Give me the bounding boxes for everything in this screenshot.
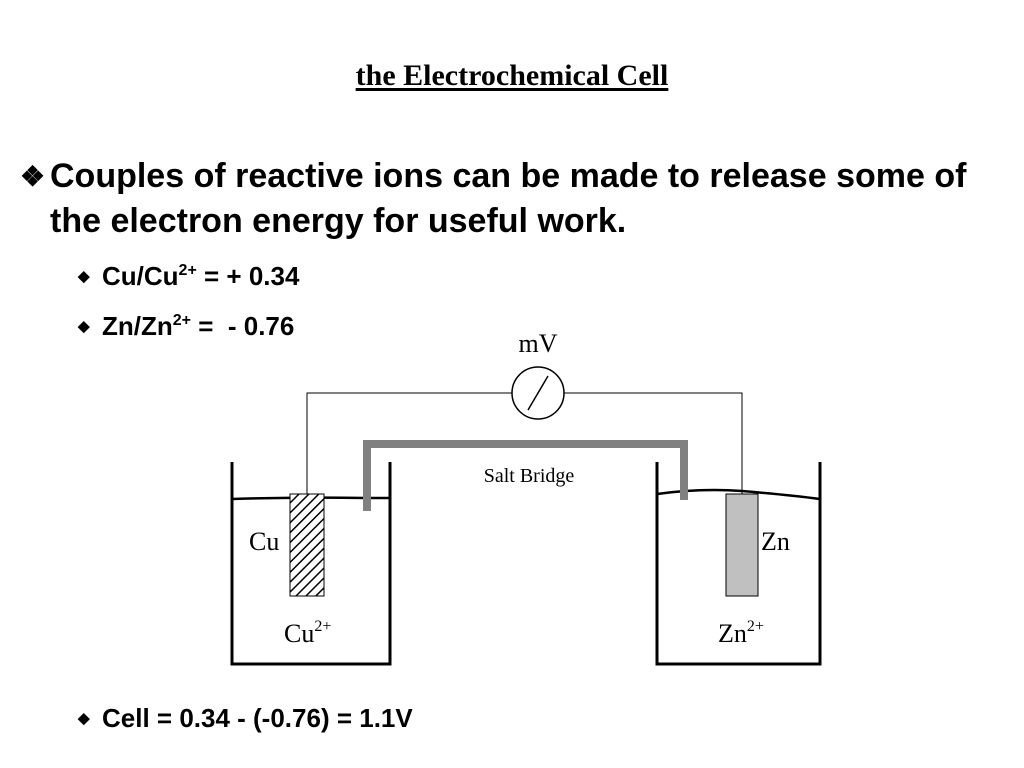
copper-potential: = + 0.34 [196,261,300,291]
left-solution-surface [231,496,390,501]
zinc-ion-charge: 2+ [747,618,764,635]
small-diamond-bullet-icon: ◆ [78,268,90,285]
sub-bullet-copper: ◆ Cu/Cu2+ = + 0.34 [78,260,299,293]
diamond-bullet-icon: ❖ [20,161,46,192]
meter-label: mV [519,329,558,358]
copper-ion-label: Cu2+ [284,618,331,648]
copper-ion-charge: 2+ [314,618,331,635]
voltmeter: mV [511,329,565,420]
small-diamond-bullet-icon: ◆ [78,710,90,727]
zinc-potential: = - 0.76 [191,311,295,341]
circuit-wires [306,392,743,494]
cell-potential-text: Cell = 0.34 - (-0.76) = 1.1V [102,703,413,733]
slide-title-text: the Electrochemical Cell [355,59,669,92]
zinc-ion-label: Zn2+ [718,618,764,648]
zinc-electrode-label: Zn [761,527,790,556]
copper-electrode [289,493,325,597]
copper-electrode-label: Cu [249,527,279,556]
salt-bridge-label: Salt Bridge [484,465,575,487]
sub-bullet-zinc: ◆ Zn/Zn2+ = - 0.76 [78,310,294,343]
copper-ion-base: Cu [284,619,314,648]
zinc-charge: 2+ [172,312,192,329]
left-beaker [230,462,392,666]
salt-bridge [363,440,688,511]
zinc-electrode [725,493,759,597]
voltmeter-needle-icon [527,375,549,411]
zinc-couple-label: Zn/Zn [102,311,173,341]
main-bullet: ❖ Couples of reactive ions can be made t… [20,154,1000,244]
main-bullet-text: Couples of reactive ions can be made to … [50,157,967,240]
slide-title: the Electrochemical Cell [0,56,1024,96]
copper-couple-label: Cu/Cu [102,261,179,291]
small-diamond-bullet-icon: ◆ [78,318,90,335]
copper-charge: 2+ [178,262,197,279]
sub-bullet-cell: ◆ Cell = 0.34 - (-0.76) = 1.1V [78,702,413,735]
zinc-ion-base: Zn [718,619,747,648]
